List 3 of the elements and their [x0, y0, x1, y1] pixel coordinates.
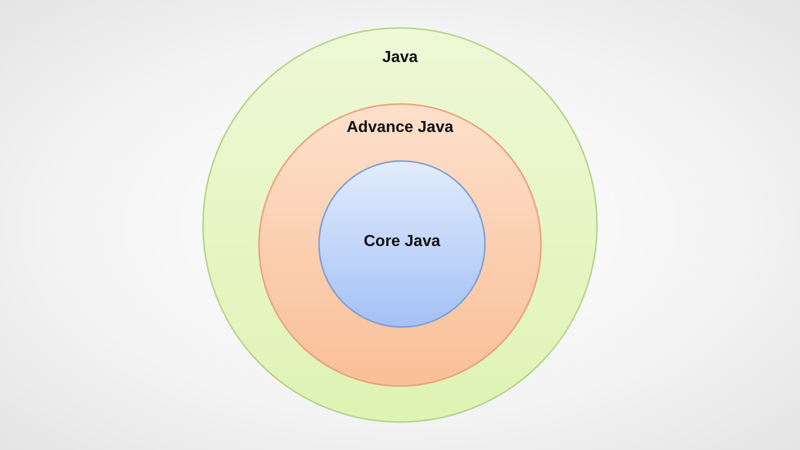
node-label: Java — [382, 49, 418, 67]
node-label: Advance Java — [346, 119, 454, 137]
node-label: Core Java — [364, 233, 440, 251]
